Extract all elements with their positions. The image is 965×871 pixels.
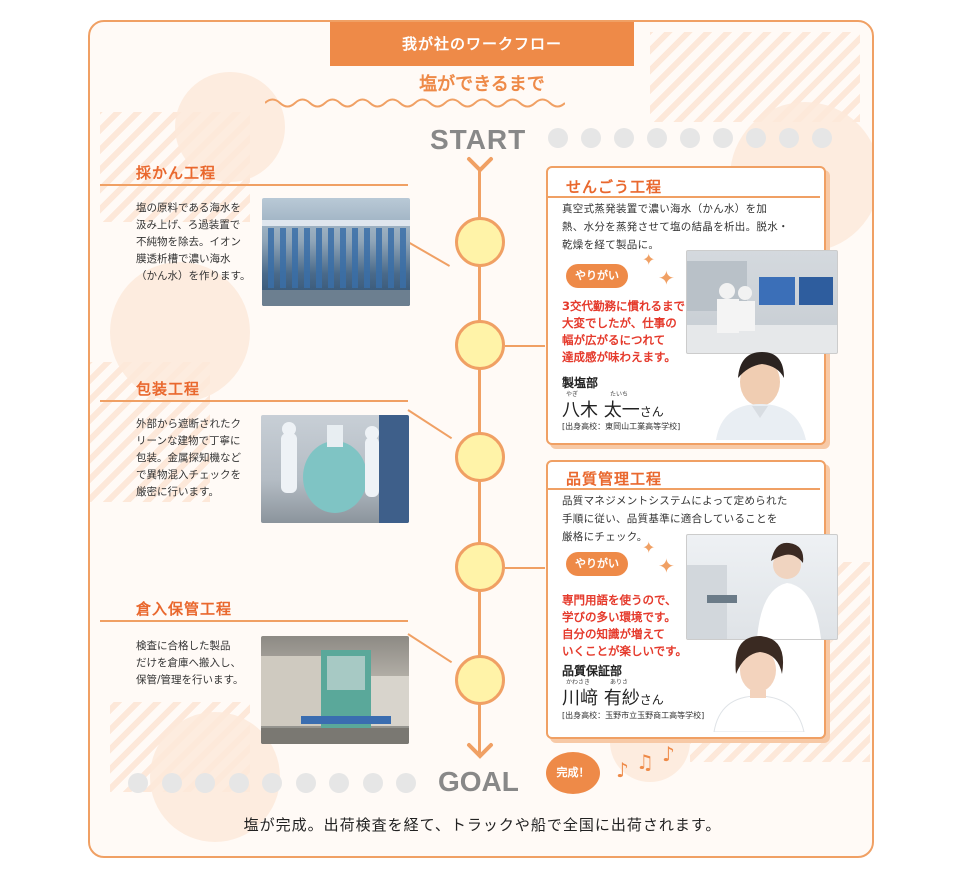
step-title: 倉入保管工程 [136, 600, 233, 618]
decor-dot [713, 128, 733, 148]
decor-dot [329, 773, 349, 793]
decor-dot [680, 128, 700, 148]
avatar-kawasaki [713, 636, 805, 732]
photo-ion-exchange [262, 198, 410, 306]
lab-graphic [687, 542, 821, 639]
step-underline [100, 620, 408, 622]
card-title: せんごう工程 [566, 178, 663, 196]
ruby-text: たいち [610, 391, 629, 398]
sparkle-icon: ✦ [642, 538, 656, 557]
chevron-down-icon [467, 743, 493, 759]
card-description: 真空式蒸発装置で濃い海水（かん水）を加熱、水分を蒸発させて塩の結晶を析出。脱水・… [562, 203, 789, 251]
yarigai-badge: やりがい [566, 264, 628, 288]
decor-circle [175, 72, 285, 182]
decor-dot [581, 128, 601, 148]
employee-name: 八木 太一さん [562, 400, 664, 421]
photo-control-room [686, 250, 838, 354]
employee-name: 川﨑 有紗さん [562, 688, 664, 709]
step-title: 採かん工程 [136, 164, 217, 182]
decor-dot [746, 128, 766, 148]
decor-dot [295, 773, 316, 793]
packaging-graphic [281, 415, 409, 523]
avatar-yagi [716, 352, 806, 440]
music-note-icon: ♪ [662, 742, 675, 766]
control-room-graphic [687, 261, 837, 353]
bottom-message: 塩が完成。出荷検査を経て、トラックや船で全国に出荷されます。 [243, 816, 722, 834]
start-label: START [430, 124, 527, 155]
warehouse-graphic [261, 650, 409, 744]
ruby-text: やぎ [566, 391, 579, 398]
step-description: 塩の原料である海水を汲み上げ、ろ過装置で不純物を除去。イオン膜透析槽で濃い海水（… [136, 202, 251, 282]
step-underline [100, 184, 408, 186]
decor-dot [779, 128, 799, 148]
decor-circle [110, 262, 250, 402]
timeline-node [455, 320, 505, 370]
step-underline [100, 400, 408, 402]
decor-dot [262, 773, 282, 793]
section-label: 我が社のワークフロー [330, 22, 634, 66]
music-note-icon: ♪ [616, 758, 629, 782]
connector-line [505, 345, 545, 347]
department-label: 品質保証部 [562, 664, 623, 678]
department-label: 製塩部 [562, 376, 599, 390]
sparkle-icon: ✦ [642, 250, 656, 269]
decor-dot [195, 773, 215, 793]
decor-dot [362, 773, 383, 793]
decor-dot [161, 773, 182, 793]
goal-label: GOAL [438, 766, 519, 797]
sparkle-icon: ✦ [658, 554, 675, 578]
yarigai-quote: 専門用語を使うので、学びの多い環境です。自分の知識が増えていくことが楽しいです。 [562, 593, 688, 658]
card-title: 品質管理工程 [566, 470, 663, 488]
step-description: 検査に合格した製品だけを倉庫へ搬入し、保管/管理を行います。 [136, 640, 244, 686]
card-divider [548, 488, 820, 490]
step-description: 外部から遮断されたクリーンな建物で丁寧に包装。金属探知機などで異物混入チェックを… [136, 418, 241, 498]
sparkle-icon: ✦ [658, 266, 675, 290]
yarigai-badge: やりがい [566, 552, 628, 576]
wavy-divider [265, 98, 565, 108]
decor-dot [812, 128, 832, 148]
music-note-icon: ♫ [636, 750, 654, 774]
photo-packaging [261, 415, 409, 523]
yarigai-quote: 3交代勤務に慣れるまで大変でしたが、仕事の幅が広がるにつれて達成感が味わえます。 [562, 299, 686, 364]
equipment-graphic [262, 220, 410, 306]
complete-badge: 完成！ [546, 752, 600, 794]
step-title: 包装工程 [136, 380, 201, 398]
ruby-text: かわさき [566, 679, 591, 686]
timeline-node [455, 432, 505, 482]
photo-warehouse [261, 636, 409, 744]
photo-lab [686, 534, 838, 640]
timeline-node [455, 217, 505, 267]
ruby-text: ありさ [610, 679, 629, 686]
chevron-down-icon [467, 157, 493, 173]
decor-dot [128, 773, 148, 793]
school-label: [出身高校：東岡山工業高等学校] [562, 422, 681, 431]
card-description: 品質マネジメントシステムによって定められた手順に従い、品質基準に適合していること… [562, 495, 788, 543]
decor-dot [548, 128, 568, 148]
decor-dot [228, 773, 249, 793]
timeline-node [455, 655, 505, 705]
connector-line [505, 567, 545, 569]
card-divider [548, 196, 820, 198]
school-label: [出身高校：玉野市立玉野商工高等学校] [562, 711, 705, 720]
decor-dot [647, 128, 667, 148]
page-subtitle: 塩ができるまで [419, 74, 545, 95]
decor-dot [614, 128, 634, 148]
timeline-node [455, 542, 505, 592]
decor-dot [396, 773, 416, 793]
